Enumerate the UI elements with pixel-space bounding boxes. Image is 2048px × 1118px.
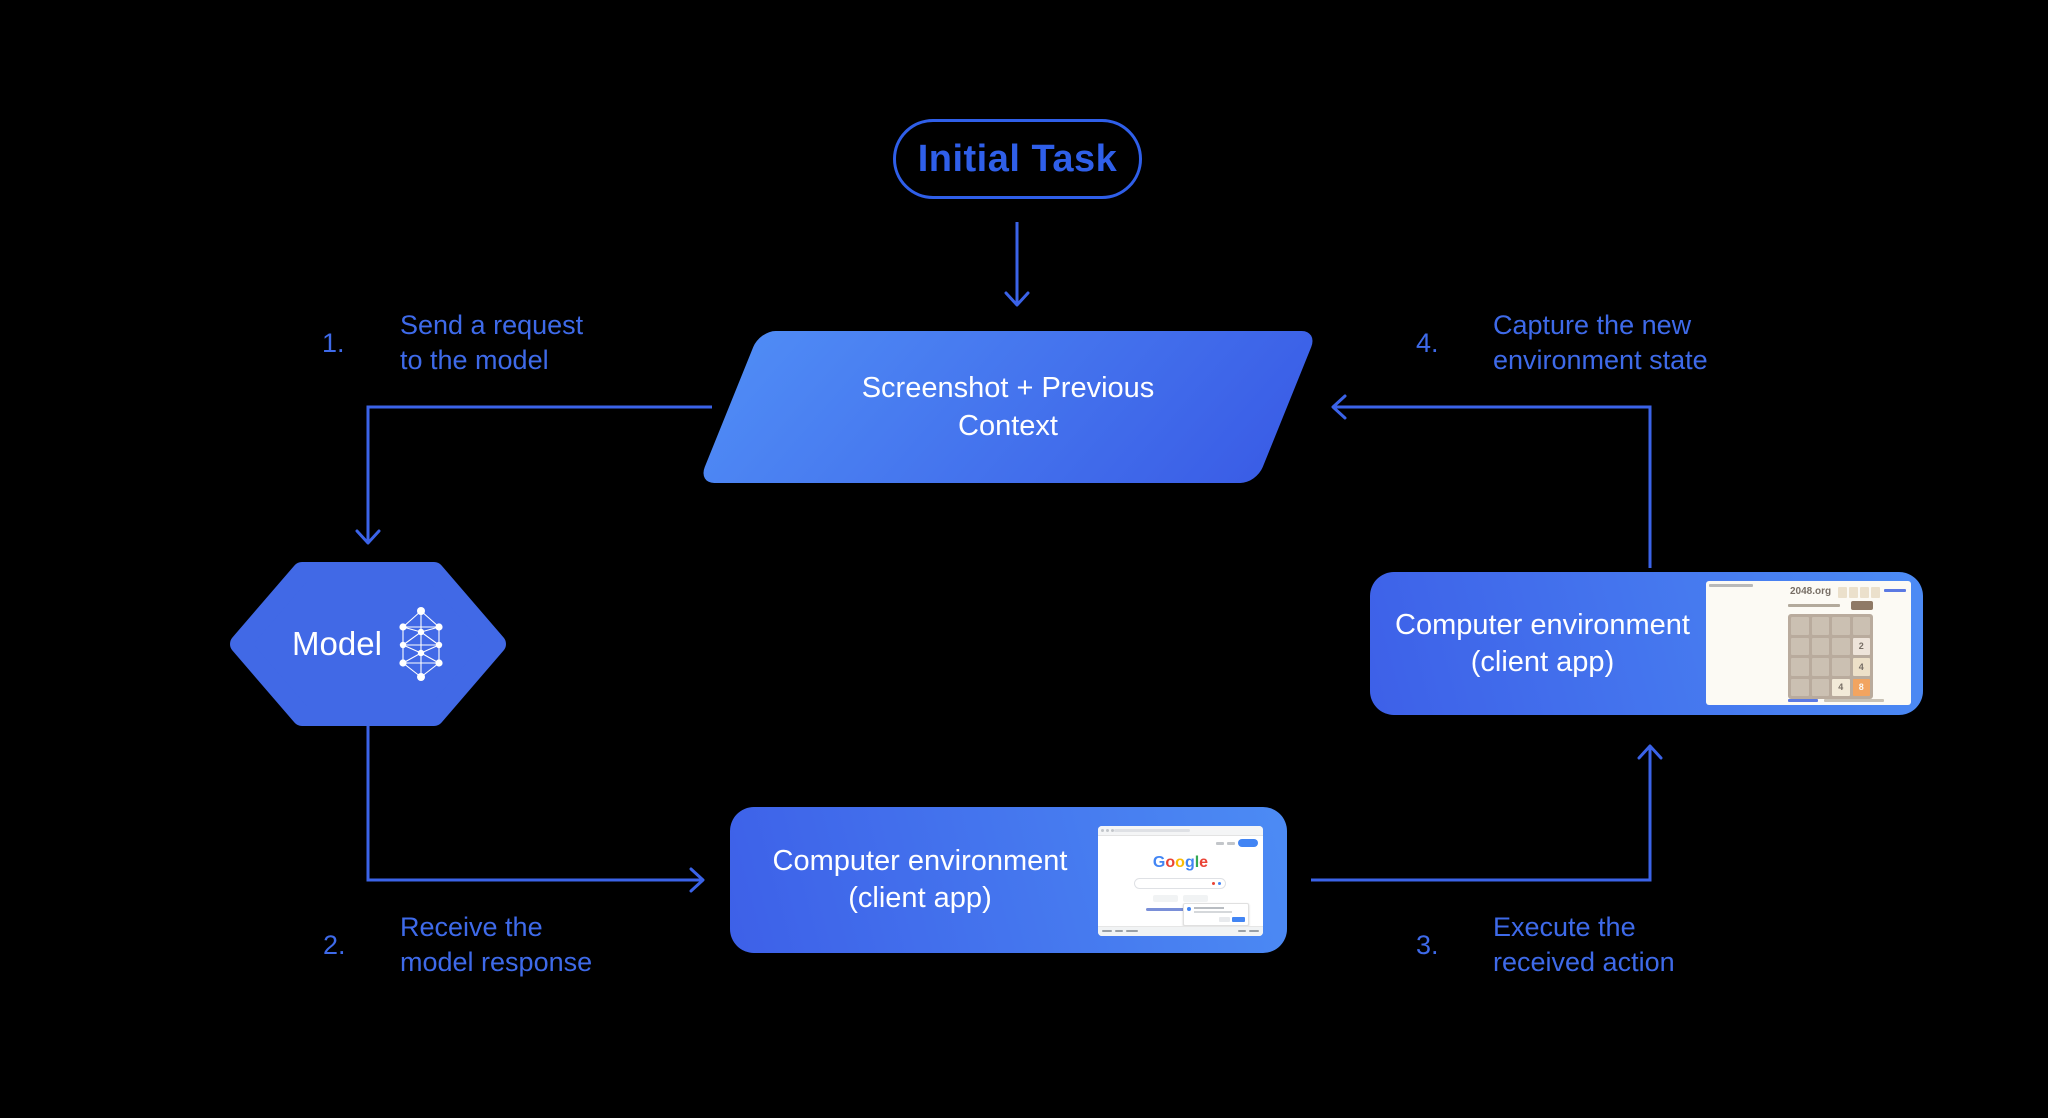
arrow-model-to-env-bottom xyxy=(366,722,705,893)
score-box xyxy=(1838,587,1847,598)
env-right-node: Computer environment (client app) 2048.o… xyxy=(1370,572,1923,715)
arrow-context-to-model xyxy=(355,405,712,545)
arrow-env-right-to-context xyxy=(1331,394,1652,568)
google-search-button xyxy=(1153,895,1178,902)
google-homepage-thumbnail: Google xyxy=(1098,826,1263,936)
window-control-icon xyxy=(1101,829,1104,832)
hexagon-shape xyxy=(230,562,506,726)
initial-task-node: Initial Task xyxy=(893,119,1142,199)
step-1-label: Send a request to the model xyxy=(400,310,584,375)
google-logo: Google xyxy=(1152,854,1209,871)
window-control-icon xyxy=(1111,829,1114,832)
search-input xyxy=(1134,878,1226,889)
env-bottom-node: Computer environment (client app) Google xyxy=(730,807,1287,953)
sign-in-dialog xyxy=(1183,903,1249,926)
dialog-primary-button xyxy=(1232,917,1245,922)
arrow-env-bottom-to-env-right xyxy=(1311,744,1663,882)
step-2-label: Receive the model response xyxy=(400,912,593,977)
game-grid: 2 4 4 8 xyxy=(1788,614,1873,699)
gmail-link xyxy=(1216,841,1224,845)
arrow-task-to-context xyxy=(1004,222,1030,307)
header-links xyxy=(1884,589,1906,592)
window-control-icon xyxy=(1106,829,1109,832)
address-bar xyxy=(1114,829,1190,832)
step-1-number: 1. xyxy=(322,328,345,358)
step-4-label: Capture the new environment state xyxy=(1493,310,1708,375)
score-box xyxy=(1871,587,1880,598)
step-3-label: Execute the received action xyxy=(1493,912,1675,977)
model-node: Model xyxy=(230,562,506,726)
game-2048-thumbnail: 2048.org 2 4 xyxy=(1706,581,1911,705)
footer-text xyxy=(1824,699,1884,702)
footer-bar xyxy=(1098,926,1263,936)
site-title: 2048.org xyxy=(1790,586,1832,597)
browser-chrome-bar xyxy=(1098,826,1263,836)
step-3-number: 3. xyxy=(1416,930,1439,960)
model-label: Model xyxy=(292,625,382,662)
browser-tab xyxy=(1709,584,1753,587)
tile-8: 8 xyxy=(1852,678,1870,696)
neural-network-icon xyxy=(399,607,443,681)
camera-icon xyxy=(1212,882,1215,885)
language-links xyxy=(1146,908,1216,911)
step-2-number: 2. xyxy=(323,930,346,960)
tile-2: 2 xyxy=(1852,637,1870,655)
tile-4: 4 xyxy=(1832,678,1850,696)
context-node-label: Screenshot + Previous Context xyxy=(861,372,1155,442)
context-node: Screenshot + Previous Context xyxy=(698,331,1318,483)
images-link xyxy=(1227,841,1235,845)
new-game-button xyxy=(1851,601,1873,610)
tile-4: 4 xyxy=(1852,658,1870,676)
feeling-lucky-button xyxy=(1183,895,1208,902)
initial-task-label: Initial Task xyxy=(917,137,1118,180)
env-bottom-label: Computer environment (client app) xyxy=(772,845,1068,914)
sign-in-button xyxy=(1238,839,1258,847)
dialog-secondary-button xyxy=(1219,917,1230,922)
google-g-icon xyxy=(1187,907,1191,911)
footer-link xyxy=(1788,699,1818,702)
step-4-number: 4. xyxy=(1416,328,1439,358)
env-right-label: Computer environment (client app) xyxy=(1395,608,1690,678)
score-box xyxy=(1860,587,1869,598)
mic-icon xyxy=(1218,882,1221,885)
score-box xyxy=(1849,587,1858,598)
tagline-text xyxy=(1788,604,1840,607)
